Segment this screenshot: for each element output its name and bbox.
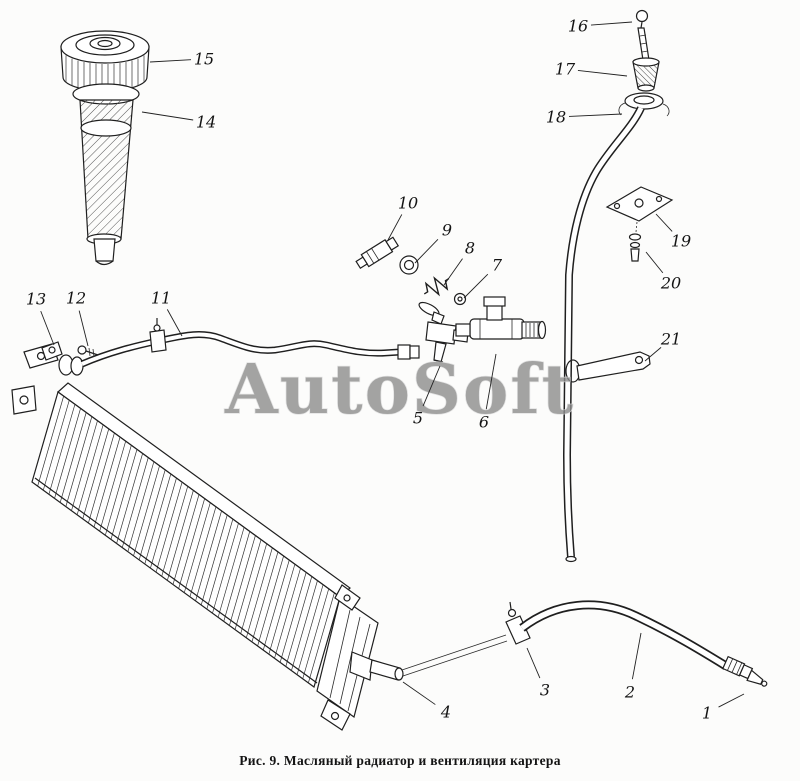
leader-line-13 (40, 310, 55, 346)
part-label-15: 15 (194, 50, 214, 69)
leader-line-8 (443, 258, 463, 286)
ball-7 (453, 292, 467, 306)
part-label-4: 4 (440, 703, 451, 722)
watermark: AutoSoft (224, 350, 575, 430)
leader-line-11 (166, 309, 183, 337)
leader-line-3 (526, 647, 541, 679)
leader-lines (40, 21, 745, 708)
breather-hose-2 (519, 600, 729, 670)
radiator-core (31, 382, 351, 688)
cap-ribs (65, 55, 145, 90)
union-fitting-10 (355, 236, 400, 270)
part-label-10: 10 (398, 194, 418, 213)
part-label-20: 20 (660, 274, 681, 293)
leader-line-15 (149, 59, 192, 63)
bolt-12 (77, 345, 99, 358)
part-label-21: 21 (660, 330, 681, 349)
oil-filler-neck (72, 83, 140, 266)
leader-line-4 (402, 681, 436, 705)
leader-line-6 (485, 353, 497, 410)
nut-9 (399, 255, 419, 275)
washer-bolt-20 (628, 233, 642, 262)
leader-line-2 (631, 632, 642, 680)
leader-line-18 (568, 113, 623, 117)
dipstick-handle-16 (635, 9, 650, 61)
part-label-2: 2 (624, 683, 635, 702)
leader-line-21 (644, 347, 662, 362)
leader-line-7 (463, 273, 489, 299)
spring-8 (423, 276, 450, 297)
part-label-13: 13 (26, 290, 46, 309)
leader-line-20 (645, 251, 664, 274)
leader-line-17 (577, 70, 628, 77)
radiator-outlet-fitting (349, 651, 404, 681)
oil-filler-cap (60, 30, 150, 92)
part-label-11: 11 (151, 289, 171, 308)
part-label-14: 14 (196, 113, 216, 132)
part-label-19: 19 (671, 232, 691, 251)
oil-pipe (80, 318, 420, 368)
leader-line-16 (590, 21, 633, 26)
part-label-12: 12 (66, 289, 86, 308)
radiator-right-tank (316, 584, 379, 731)
tee-fitting (455, 296, 547, 340)
leader-line-9 (414, 239, 439, 264)
leader-line-5 (422, 365, 441, 407)
hose-end-fitting-1 (722, 655, 768, 687)
leader-line-19 (655, 213, 673, 232)
part-label-18: 18 (546, 108, 566, 127)
part-label-9: 9 (442, 221, 452, 240)
hose-clamp-3 (505, 601, 531, 645)
part-label-7: 7 (492, 256, 503, 275)
dipstick-holder-17 (632, 57, 660, 92)
leader-line-14 (141, 111, 194, 121)
bracket-21 (565, 351, 651, 383)
radiator-fins (37, 396, 335, 683)
leader-line-12 (78, 310, 89, 347)
drain-valve (418, 301, 469, 363)
part-label-3: 3 (540, 681, 550, 700)
part-label-17: 17 (555, 60, 576, 79)
part-label-6: 6 (479, 413, 489, 432)
oil-line-rod (401, 634, 508, 677)
leader-line-10 (387, 214, 403, 241)
leader-line-1 (718, 693, 745, 708)
pipe-bracket-13 (41, 341, 63, 361)
part-label-16: 16 (568, 17, 588, 36)
part-label-5: 5 (413, 409, 423, 428)
part-label-1: 1 (702, 704, 712, 723)
mounting-plate-19 (605, 186, 674, 233)
part-label-8: 8 (465, 239, 475, 258)
dipstick-tube-18 (562, 92, 670, 563)
figure-caption: Рис. 9. Масляный радиатор и вентиляция к… (239, 753, 561, 768)
